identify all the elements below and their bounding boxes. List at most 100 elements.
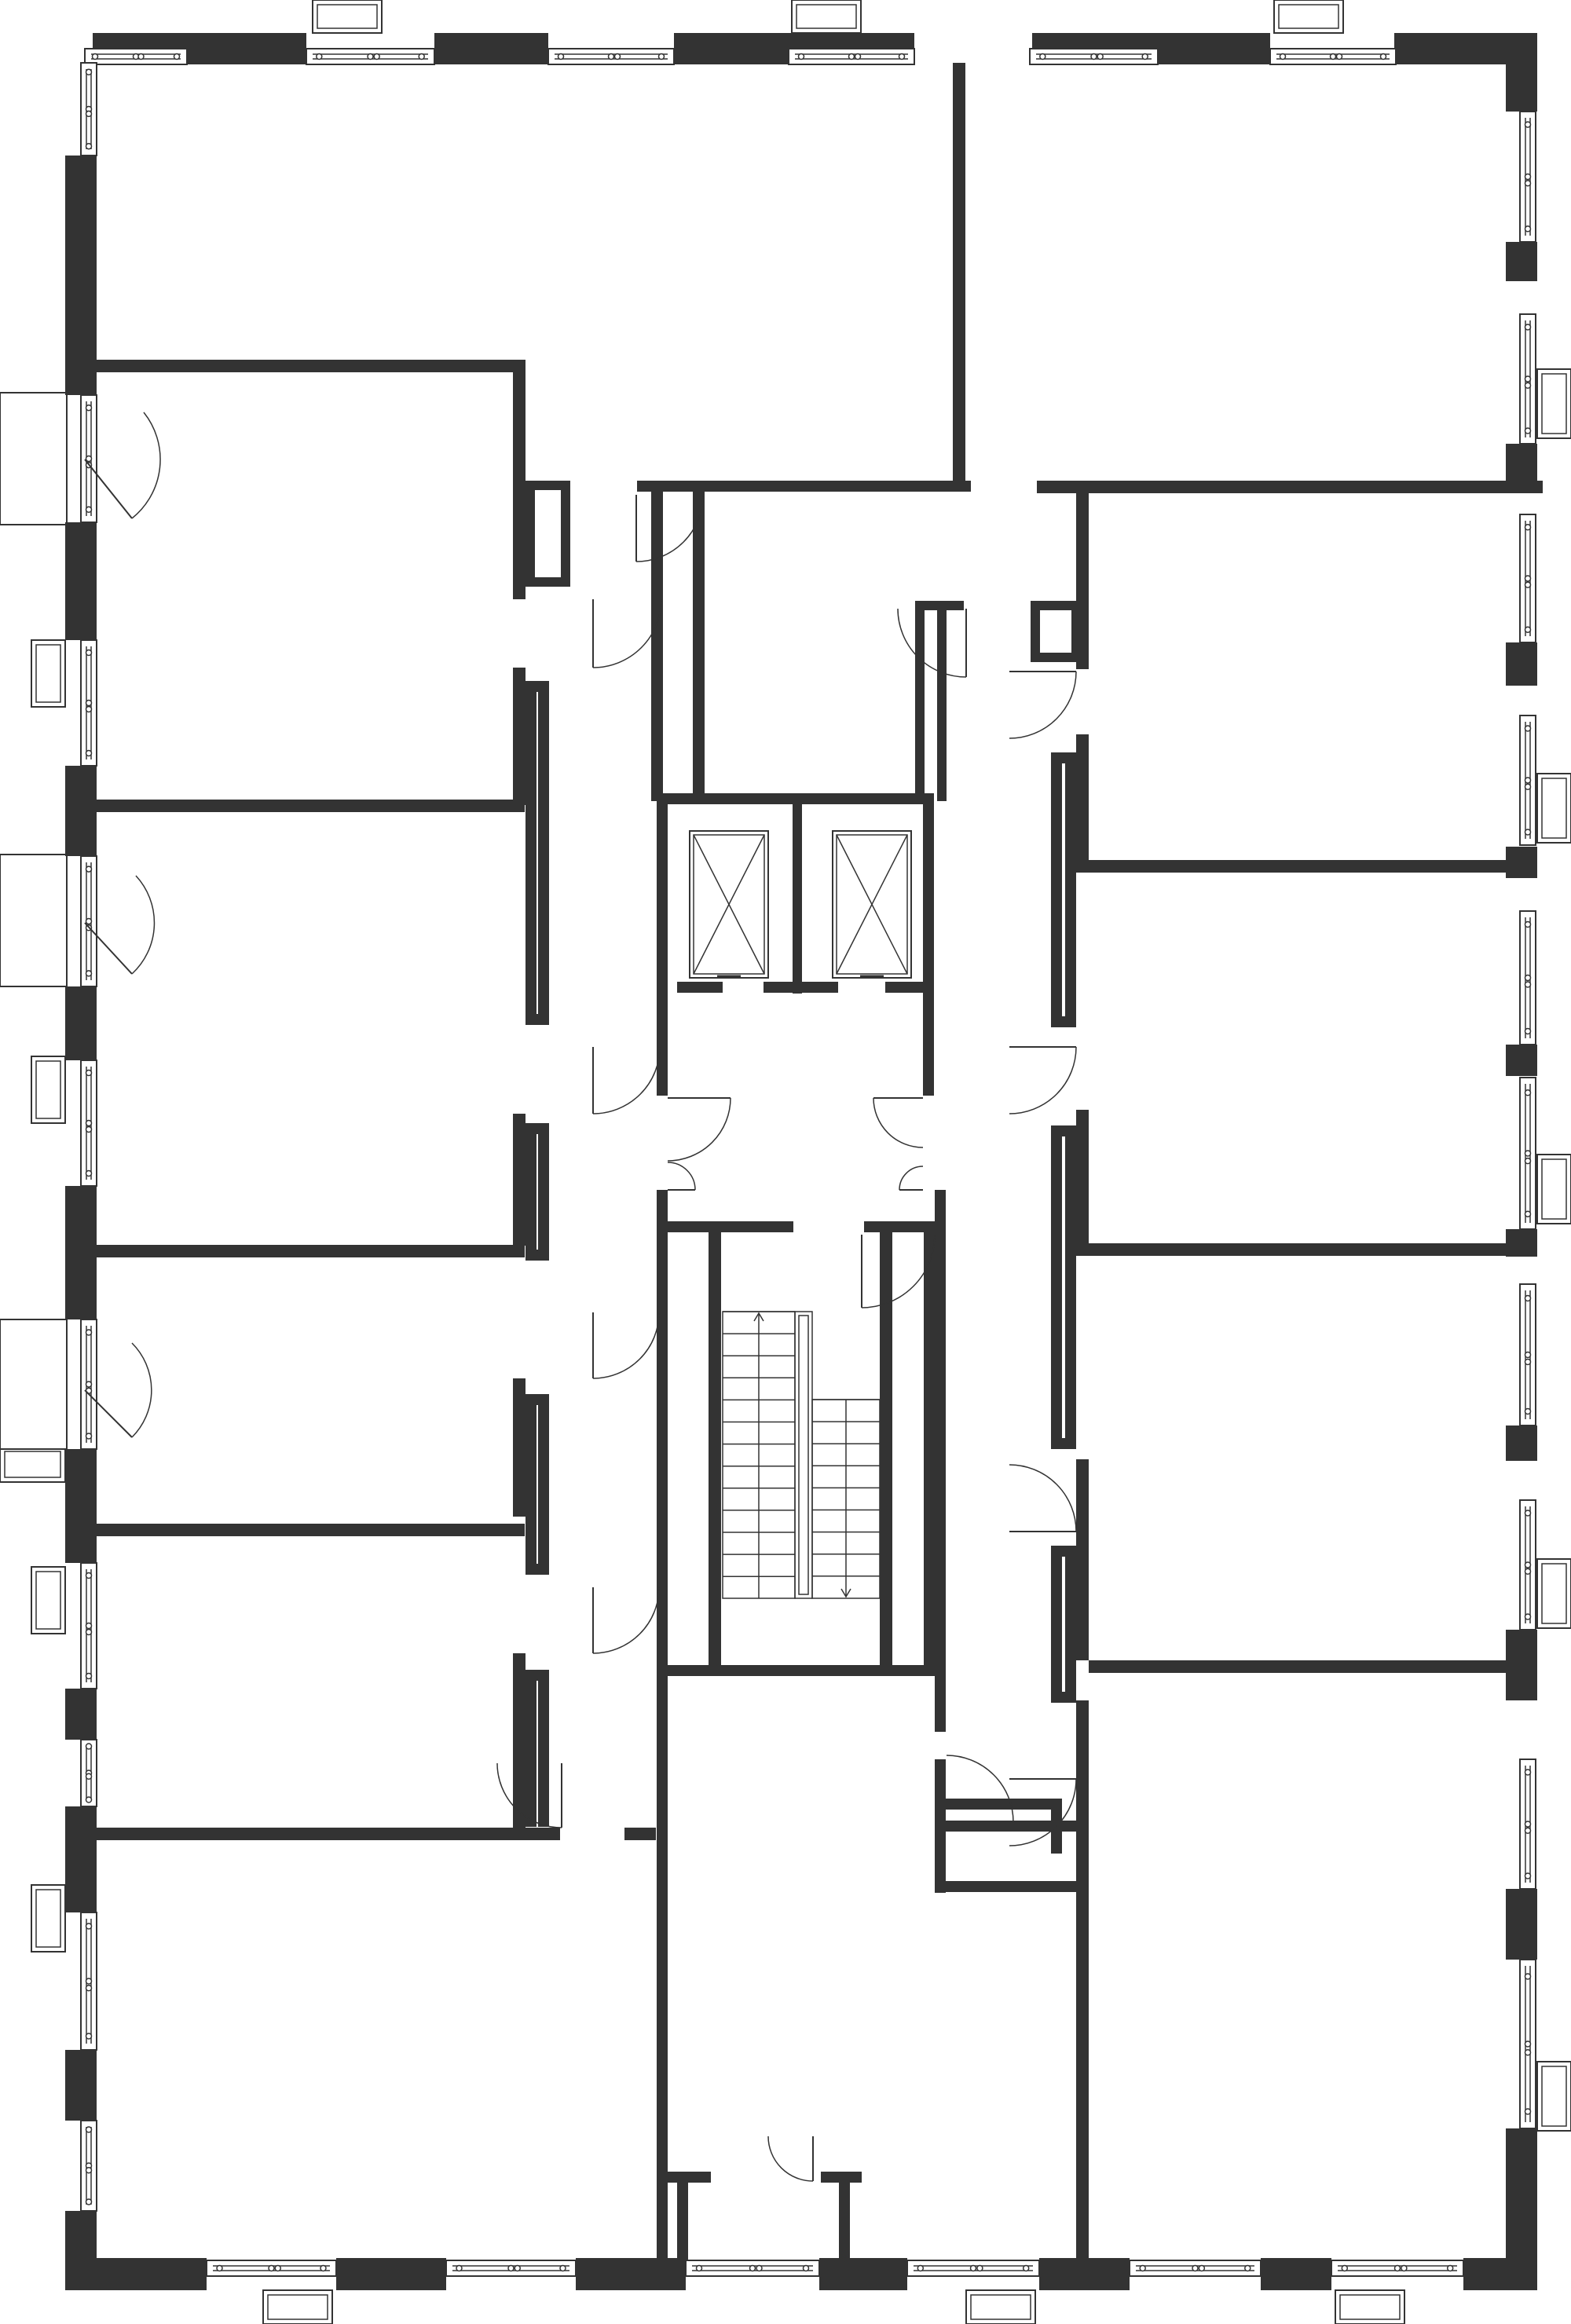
balcony-icon xyxy=(0,854,68,987)
window-icon xyxy=(788,48,915,65)
door-swing-icon xyxy=(899,1166,924,1191)
wall xyxy=(65,2211,97,2290)
wall xyxy=(1076,1700,1089,2289)
wall xyxy=(525,481,570,490)
wall xyxy=(65,986,97,1060)
window-icon xyxy=(1519,111,1536,243)
window-group xyxy=(80,48,1536,2277)
wall xyxy=(709,1232,721,1666)
window-icon xyxy=(1331,2260,1464,2277)
balcony-icon xyxy=(0,392,68,525)
wall xyxy=(65,766,97,856)
window-icon xyxy=(80,1739,97,1807)
wall xyxy=(513,1653,525,1834)
wall xyxy=(561,490,570,587)
window-icon xyxy=(80,1562,97,1689)
wall xyxy=(1051,1125,1062,1449)
door-swing-icon xyxy=(667,1097,731,1162)
wall xyxy=(65,1449,97,1563)
wall xyxy=(953,63,965,492)
wall xyxy=(1051,1546,1076,1557)
wall xyxy=(525,1394,549,1405)
window-icon xyxy=(1129,2260,1262,2277)
window-icon xyxy=(306,48,435,65)
wall xyxy=(513,360,525,599)
door-swing-icon xyxy=(84,1342,152,1438)
wall xyxy=(915,601,964,610)
window-icon xyxy=(547,48,675,65)
wall xyxy=(1037,481,1543,493)
window-icon xyxy=(80,394,97,523)
wall xyxy=(1089,1660,1537,1673)
window-icon xyxy=(80,1319,97,1450)
wall xyxy=(693,492,705,801)
wall xyxy=(525,577,570,587)
balcony-icon xyxy=(31,1884,66,1953)
window-icon xyxy=(445,2260,577,2277)
wall xyxy=(943,1799,1062,1810)
wall xyxy=(915,601,925,801)
balcony-icon xyxy=(1273,0,1344,34)
wall xyxy=(525,1014,549,1025)
door-swing-icon xyxy=(767,2136,814,2182)
window-icon xyxy=(1519,1959,1536,2129)
window-icon xyxy=(206,2260,337,2277)
wall xyxy=(864,1221,935,1232)
wall xyxy=(880,1232,892,1666)
balcony-icon xyxy=(1536,368,1571,439)
window-icon xyxy=(80,1912,97,2051)
door-swing-icon xyxy=(861,1234,936,1308)
balcony-icon xyxy=(1335,2289,1405,2324)
window-icon xyxy=(1269,48,1397,65)
balcony-icon xyxy=(1536,1558,1571,1629)
window-icon xyxy=(80,62,97,156)
wall xyxy=(1051,752,1062,1027)
wall xyxy=(1506,1426,1537,1461)
balcony-icon xyxy=(791,0,862,34)
balcony-icon xyxy=(0,1319,68,1450)
wall xyxy=(937,601,947,801)
door-swing-icon xyxy=(873,1097,924,1148)
wall xyxy=(65,522,97,640)
wall xyxy=(764,982,838,993)
wall xyxy=(935,1759,946,1893)
wall xyxy=(513,668,525,805)
wall xyxy=(657,1190,668,2289)
window-icon xyxy=(1519,1077,1536,1230)
wall xyxy=(97,800,525,812)
door-swing-icon xyxy=(946,1755,1014,1823)
balcony-icon xyxy=(1536,1154,1571,1224)
wall xyxy=(1031,653,1081,662)
wall xyxy=(1076,734,1089,868)
wall xyxy=(538,1134,549,1261)
wall xyxy=(924,1221,935,1673)
wall xyxy=(525,1123,549,1134)
window-icon xyxy=(906,2260,1040,2277)
wall xyxy=(793,793,802,994)
wall xyxy=(576,2258,686,2290)
window-icon xyxy=(1519,910,1536,1045)
elevator-group xyxy=(689,830,912,979)
wall xyxy=(525,1670,549,1681)
wall xyxy=(677,2172,688,2260)
wall xyxy=(923,793,934,994)
wall xyxy=(97,1245,525,1257)
wall xyxy=(1065,1136,1076,1438)
wall xyxy=(624,1828,656,1840)
wall xyxy=(1051,752,1076,763)
balcony-icon xyxy=(965,2289,1036,2324)
window-icon xyxy=(685,2260,820,2277)
wall xyxy=(525,1394,536,1575)
stair-icon xyxy=(722,1311,881,1599)
door-swing-icon xyxy=(1009,1046,1077,1114)
door-swing-icon xyxy=(592,1587,660,1654)
window-icon xyxy=(80,1060,97,1187)
wall xyxy=(657,982,668,1096)
elevator-icon xyxy=(689,830,769,979)
balcony-icon xyxy=(1536,773,1571,844)
wall xyxy=(1051,1546,1062,1703)
wall xyxy=(943,1881,1076,1892)
wall xyxy=(65,1806,97,1912)
wall xyxy=(1051,1125,1076,1136)
